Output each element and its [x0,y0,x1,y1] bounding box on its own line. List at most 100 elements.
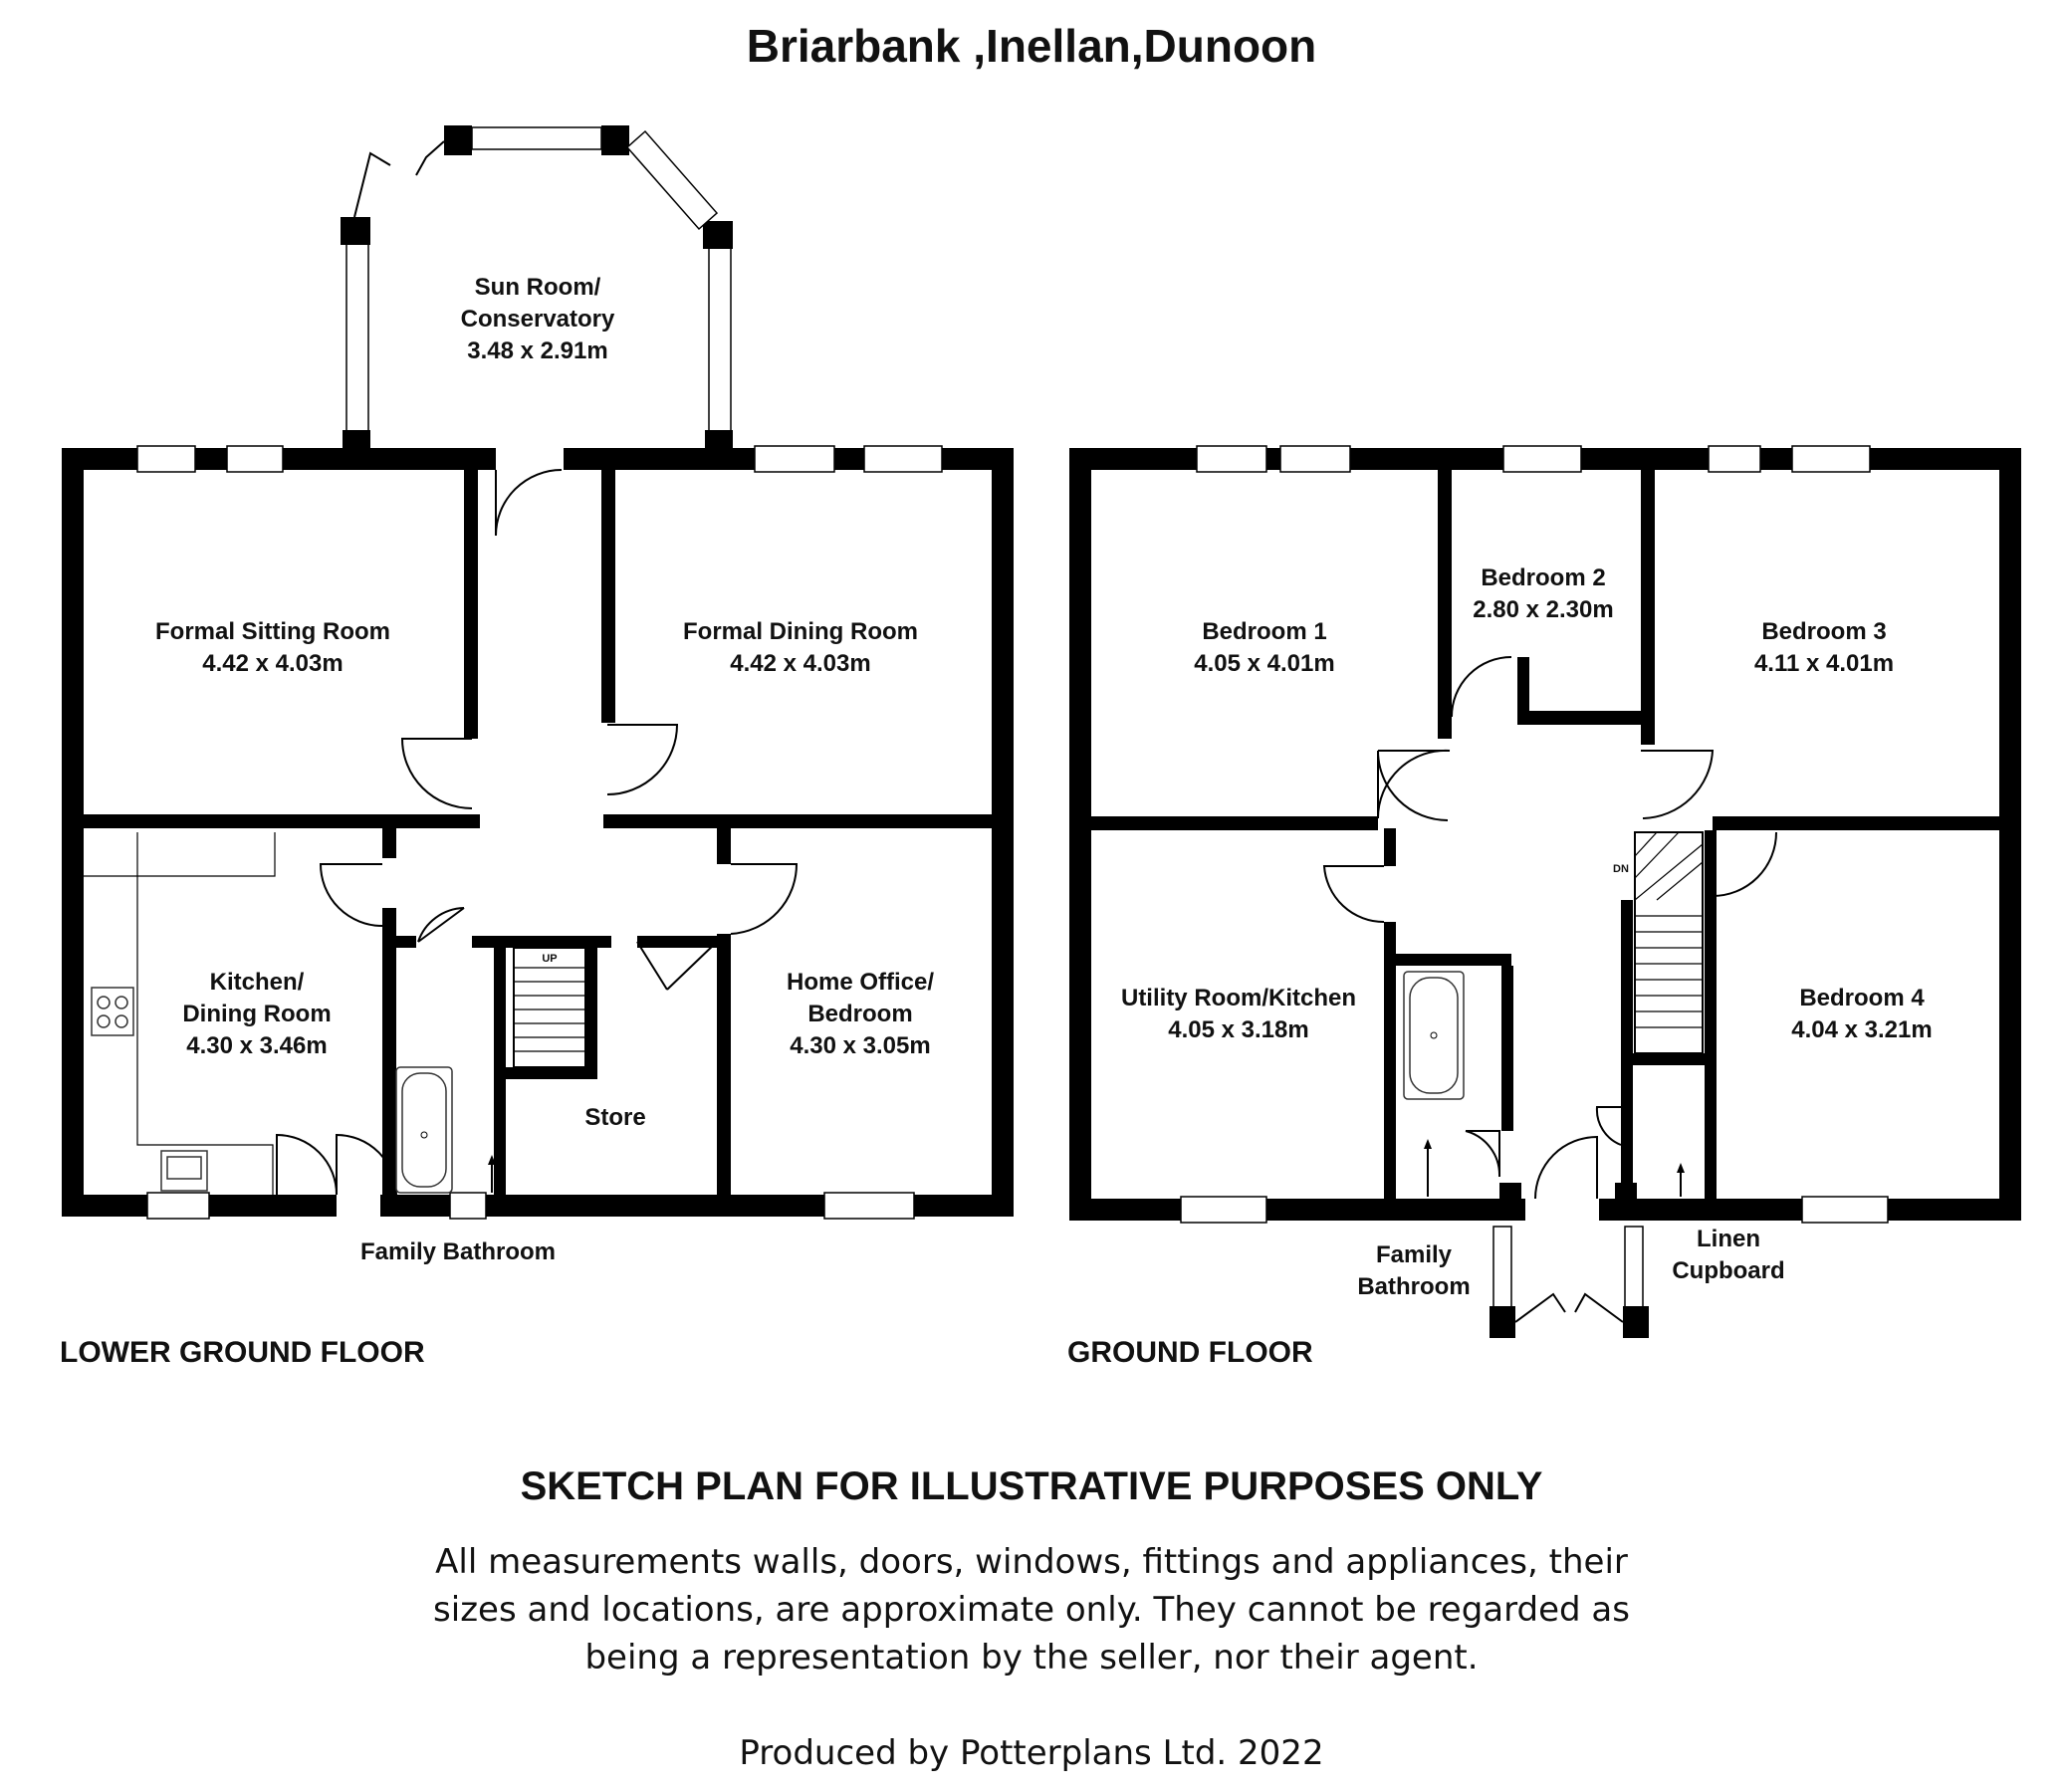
door-swing [1322,865,1385,924]
svg-text:Kitchen/: Kitchen/ [210,969,305,996]
room-label-bedroom-4: Bedroom 4 4.04 x 3.21m [1791,985,1932,1043]
wall [585,948,597,1077]
svg-text:Bedroom 4: Bedroom 4 [1799,985,1925,1011]
wall [1999,448,2021,1221]
wall [1621,1065,1633,1199]
wall [1490,1306,1515,1338]
door-swing [1514,1292,1624,1323]
window [1801,1196,1889,1224]
wall [1438,470,1452,739]
stairs-down [1634,831,1704,1054]
wall [464,470,478,739]
wall [1396,954,1511,966]
svg-text:Bedroom 2: Bedroom 2 [1481,564,1605,591]
wall [494,948,506,1195]
wall [1069,448,1091,1221]
window [754,445,835,473]
room-label-linen-cupboard: Linen Cupboard [1672,1226,1784,1284]
window [708,246,732,439]
window [471,126,602,150]
wall [1713,816,1999,830]
kitchen-worktop [84,832,276,1195]
window [1791,445,1871,473]
hob-ring [97,1014,111,1028]
wall [1705,830,1717,1199]
svg-text:Formal Sitting Room: Formal Sitting Room [155,618,390,645]
wall [601,125,629,155]
wall [1517,711,1655,725]
bath-basin [401,1072,447,1188]
stair-label: DN [1613,863,1629,875]
window [1492,1226,1512,1309]
window [823,1192,915,1220]
room-label-utility-room-kitchen: Utility Room/Kitchen 4.05 x 3.18m [1121,985,1356,1043]
svg-text:Formal Dining Room: Formal Dining Room [683,618,918,645]
door-swing [1712,830,1777,898]
wall [444,125,472,155]
wall [84,814,480,828]
stair-label: UP [542,953,557,965]
door-swing [636,941,718,991]
room-label-kitchen-dining-room: Kitchen/ Dining Room 4.30 x 3.46m [182,969,331,1059]
window [136,445,196,473]
wall [601,470,615,723]
wall [382,828,396,858]
sink-basin [166,1156,202,1180]
wall [1517,657,1529,717]
svg-text:Bedroom 3: Bedroom 3 [1761,618,1886,645]
window [625,129,719,231]
bath-drain [1430,1031,1438,1039]
svg-text:Conservatory: Conservatory [461,306,615,333]
wall [992,448,1014,1217]
floor-label-ground: GROUND FLOOR [1067,1336,1313,1369]
svg-text:4.04 x 3.21m: 4.04 x 3.21m [1791,1016,1932,1043]
svg-text:Bedroom: Bedroom [807,1001,912,1027]
wall [603,814,992,828]
wall [637,936,717,948]
disclaimer: SKETCH PLAN FOR ILLUSTRATIVE PURPOSES ON… [433,1464,1630,1773]
svg-text:Sun Room/: Sun Room/ [475,274,601,301]
window [345,238,369,439]
disclaimer-line: All measurements walls, doors, windows, … [435,1542,1628,1582]
door-swing [319,863,383,927]
room-label-formal-dining-room: Formal Dining Room 4.42 x 4.03m [683,618,918,677]
window [1708,445,1761,473]
door-swing [730,863,799,935]
wall [1438,717,1452,727]
window [1279,445,1351,473]
svg-text:4.30 x 3.05m: 4.30 x 3.05m [790,1032,930,1059]
wall [1501,966,1513,1131]
room-label-sun-room: Sun Room/ Conservatory 3.48 x 2.91m [461,274,615,364]
wall [1615,1183,1637,1217]
wall [717,934,731,1195]
door-swing [276,1133,338,1196]
door-swing [495,469,563,537]
conservatory [341,125,733,450]
wall [717,828,731,864]
arrow-head [1677,1163,1685,1173]
room-label-home-office-bedroom: Home Office/ Bedroom 4.30 x 3.05m [787,969,934,1059]
stair-treads [514,967,585,1052]
door-swing [1641,750,1715,819]
disclaimer-heading: SKETCH PLAN FOR ILLUSTRATIVE PURPOSES ON… [521,1464,1543,1508]
window [1502,445,1582,473]
wall [1069,1199,1525,1221]
room-label-bedroom-2: Bedroom 2 2.80 x 2.30m [1473,564,1613,623]
stair-treads [1634,831,1704,1028]
room-label-family-bathroom: Family Bathroom [360,1238,556,1265]
window [146,1192,210,1220]
door-swing [417,907,465,943]
wall [62,448,84,1217]
hob-ring [115,996,128,1009]
door-swing [606,724,679,795]
svg-text:4.05 x 4.01m: 4.05 x 4.01m [1194,650,1334,677]
wall [472,936,611,948]
room-label-formal-sitting-room: Formal Sitting Room 4.42 x 4.03m [155,618,390,677]
ground-floor-plan: DN Bedroom 1 4.05 x 4.01m Bedroom 2 2.80… [1067,445,2021,1369]
door-swing [1465,1130,1501,1178]
wall [382,908,396,1195]
disclaimer-line: sizes and locations, are approximate onl… [433,1590,1630,1630]
producer-credit: Produced by Potterplans Ltd. 2022 [739,1733,1323,1773]
wall [1623,1306,1649,1338]
